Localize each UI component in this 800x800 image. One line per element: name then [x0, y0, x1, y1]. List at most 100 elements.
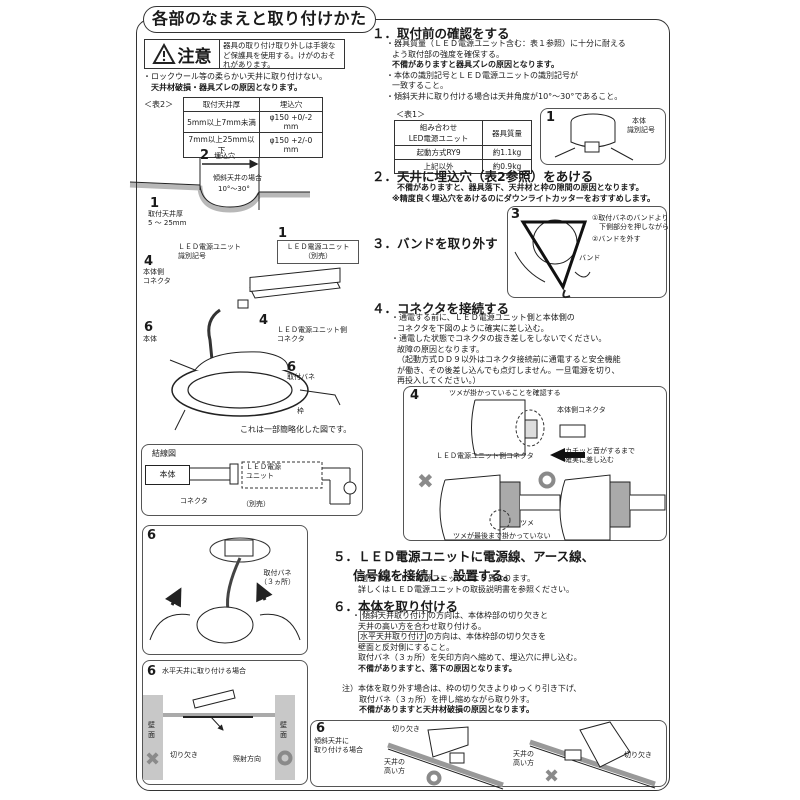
step6-heading: ６．本体を取り付ける: [333, 599, 459, 614]
step3-note1-line1: ①取付バネのバンドより: [592, 214, 669, 222]
step6-spring-count: （３ヵ所）: [260, 578, 295, 586]
slope-high-side-2: 天井の 高い方: [513, 750, 534, 768]
page-title: 各部のなまえと取り付けかた: [143, 6, 376, 33]
horizontal-notch: 切り欠き: [170, 751, 198, 759]
table2-cell: 5mm以上7mm未満: [183, 111, 260, 133]
horizontal-fixture-illustration: [163, 689, 275, 731]
table1-header1-line1: 組み合わせ: [419, 123, 458, 132]
cross-ng-icon: ✖: [417, 469, 434, 493]
step5-b1-line1: ・適合するＬＥＤ電源ユニットにより異なります。: [352, 574, 536, 583]
cross-ng-icon: ✖: [145, 749, 161, 770]
unit-label-box: ＬＥＤ電源ユニット （別売）: [277, 240, 359, 264]
parts-illustration: [169, 267, 341, 431]
slope-ng-illustration: [529, 721, 656, 789]
table-row: 起動方式RY9 約1.1kg: [393, 145, 532, 160]
step6-slope-line2: 天井の高い方を合わせ取り付ける。: [358, 621, 486, 631]
table1-cell: 約1.1kg: [482, 145, 532, 160]
band-label: バンド: [579, 254, 601, 262]
slope-title-line1: 傾斜天井に: [314, 737, 349, 745]
step1-fig-label-1: 本体: [632, 117, 646, 125]
unit-conn-label: ＬＥＤ電源ユニット側 コネクタ: [277, 326, 347, 344]
slope-ok-illustration: [387, 726, 504, 790]
step6-spring-text: 取付バネ: [263, 569, 292, 577]
slope-high-side-1: 天井の 高い方: [384, 758, 405, 776]
unit-sub: （別売）: [304, 252, 332, 260]
flat-tag: 水平天井取り付け: [358, 631, 426, 642]
unit-label: ＬＥＤ電源ユニット: [286, 243, 350, 251]
table2-cell: φ150 +0/-2 mm: [258, 111, 324, 133]
step4-b1-line1: ・通電する前に、ＬＥＤ電源ユニット側と本体側の: [391, 313, 575, 322]
step1-body: ・器具質量（ＬＥＤ電源ユニット含む：表１参照）に十分に耐える よう取付部の強度を…: [386, 39, 626, 102]
unit-num: 1: [278, 226, 288, 241]
unit-conn-label-2: コネクタ: [277, 335, 305, 343]
circle-ok-icon: [538, 471, 556, 489]
step1-b2-line2: 一致すること。: [392, 81, 448, 90]
circle-ok-icon: [426, 770, 442, 786]
step5-b1-line2: 詳しくはＬＥＤ電源ユニットの取扱説明書を参照ください。: [358, 584, 574, 594]
slope-notch-1: 切り欠き: [392, 725, 420, 733]
unit-id-label-1: ＬＥＤ電源ユニット: [178, 243, 241, 251]
slope-high-side-1a: 天井の: [384, 758, 405, 766]
angle-label: 10°～30°: [218, 185, 250, 193]
unit-conn-label-1: ＬＥＤ電源ユニット側: [277, 326, 347, 334]
insert-note-2: 確実に差し込む: [565, 456, 614, 464]
step4-b2-line5: 再投入してください。）: [397, 376, 481, 385]
wiring-unit-line1: ＬＥＤ電源: [246, 463, 281, 471]
table1-header: 組み合わせ LED電源ユニット: [393, 120, 484, 146]
horizontal-title: 水平天井に取り付ける場合: [162, 667, 246, 675]
table1-caption: ＜表1＞: [396, 110, 426, 119]
step4-fig-title: ツメが掛かっていることを確認する: [449, 389, 561, 397]
table1-header1-line2: LED電源ユニット: [408, 134, 469, 143]
thickness-label: 取付天井厚: [148, 210, 183, 218]
caution-label: 注意: [177, 46, 212, 67]
hole-num: 2: [200, 148, 210, 163]
ceiling-hole-diagram: [129, 158, 310, 213]
body-conn-label: 本体側 コネクタ: [143, 268, 171, 286]
step6-fig-num: 6: [147, 528, 157, 543]
circle-ok-icon: [277, 750, 293, 766]
step6-body: ・傾斜天井取り付けの方向は、本体枠部の切り欠きと 天井の高い方を合わせ取り付ける…: [352, 610, 582, 674]
step3-note2: ②バンドを外す: [592, 235, 641, 243]
step4-b1-line2: コネクタを下図のように確実に差し込む。: [397, 323, 549, 333]
warning-triangle-icon: [151, 42, 176, 64]
table2-header: 取付天井厚: [183, 97, 260, 112]
step3-note1-line2: 下側部分を押しながら: [599, 223, 669, 231]
wiring-lines: [190, 461, 357, 505]
step1-b2-line1: ・本体の識別記号とＬＥＤ電源ユニットの識別記号が: [386, 70, 578, 80]
step6-flat-line2: 壁面と反対側にすること。: [358, 642, 455, 652]
rockwool-note-line1: ・ロックウール等の柔らかい天井に取り付けない。: [143, 72, 327, 81]
flat-rest: の方向は、本体枠部の切り欠きを: [426, 632, 546, 641]
step4-b2-line4: が働き、その後差し込んでも点灯しません。一旦電源を切り、: [397, 365, 620, 375]
wall-left: [143, 695, 163, 780]
slope-tag: 傾斜天井取り付け: [360, 610, 428, 621]
table1-cell: 上記以外: [393, 159, 484, 174]
simplified-note: これは一部簡略化した図です。: [240, 425, 352, 434]
slope-notch-2: 切り欠き: [624, 751, 652, 759]
step2-heading: ２．天井に埋込穴（表2参照）をあける: [372, 169, 594, 184]
wiring-title: 結線図: [152, 449, 176, 458]
step3-heading: ３．バンドを取り外す: [372, 236, 498, 251]
slope-num: 6: [316, 721, 326, 736]
step4-b2-line2: 故障の原因となります。: [397, 344, 484, 354]
rockwool-note-line2: 天井材破損・器具ズレの原因となります。: [151, 82, 302, 92]
step4-heading: ４．コネクタを接続する: [372, 301, 510, 316]
thickness-range: 5 ～ 25mm: [148, 219, 187, 227]
claw-bad-note: ツメが最後まで掛かっていない: [453, 532, 551, 540]
insert-note: カチッと音がするまで 確実に差し込む: [565, 447, 635, 465]
hole-label: 埋込穴: [214, 152, 235, 160]
step4-fig-num: 4: [410, 388, 420, 403]
table2-caption: ＜表2＞: [144, 100, 174, 109]
step1-fig-label-2: 識別記号: [627, 126, 655, 134]
caution-text: 器具の取り付け取り外しは手袋など保護具を使用する。けがのおそれがあります。: [223, 41, 336, 69]
step5-body: ・適合するＬＥＤ電源ユニットにより異なります。 詳しくはＬＥＤ電源ユニットの取扱…: [352, 574, 574, 595]
step5-heading: ５．ＬＥＤ電源ユニットに電源線、アース線、 信号線を接続し、設置する。: [333, 546, 594, 584]
body-conn-label-1: 本体側: [143, 268, 164, 276]
step6-note-bold: 不備がありますと天井材破損の原因となります。: [359, 705, 534, 714]
step4-b2-line3: （起動方式ＤＤ９以外はコネクタ接続前に通電すると安全機能: [397, 355, 621, 364]
slope-title: 傾斜天井に 取り付ける場合: [314, 737, 363, 755]
slope-label: 傾斜天井の場合: [213, 174, 262, 182]
horizontal-num: 6: [147, 664, 157, 679]
slope-rest: の方向は、本体枠部の切り欠きと: [428, 611, 548, 620]
caution-box: 注意 器具の取り付け取り外しは手袋など保護具を使用する。けがのおそれがあります。: [144, 39, 345, 69]
